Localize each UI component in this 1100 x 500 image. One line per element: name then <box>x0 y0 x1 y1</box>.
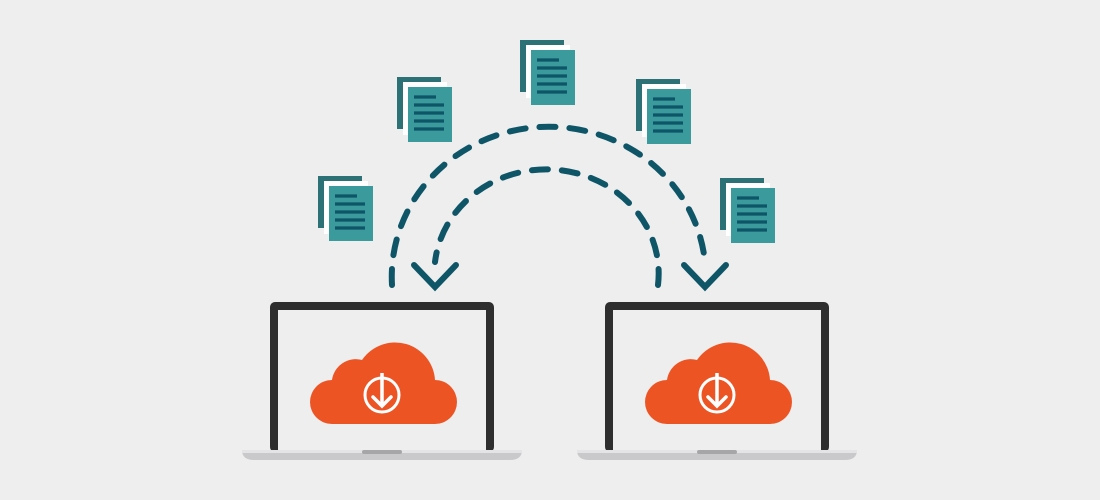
document-stack-icon <box>518 38 577 107</box>
arrow-head-icon <box>681 262 729 292</box>
arrow-head-icon <box>411 262 459 292</box>
outer-dashed-arc <box>388 123 729 292</box>
document-stack-icon <box>718 176 777 245</box>
document-stack-icon <box>395 75 454 144</box>
inner-dashed-arc <box>411 166 662 292</box>
document-stack-icon <box>634 77 693 146</box>
document-stack-icon <box>316 174 375 243</box>
laptop-icon <box>575 300 859 462</box>
laptop-icon <box>240 300 524 462</box>
